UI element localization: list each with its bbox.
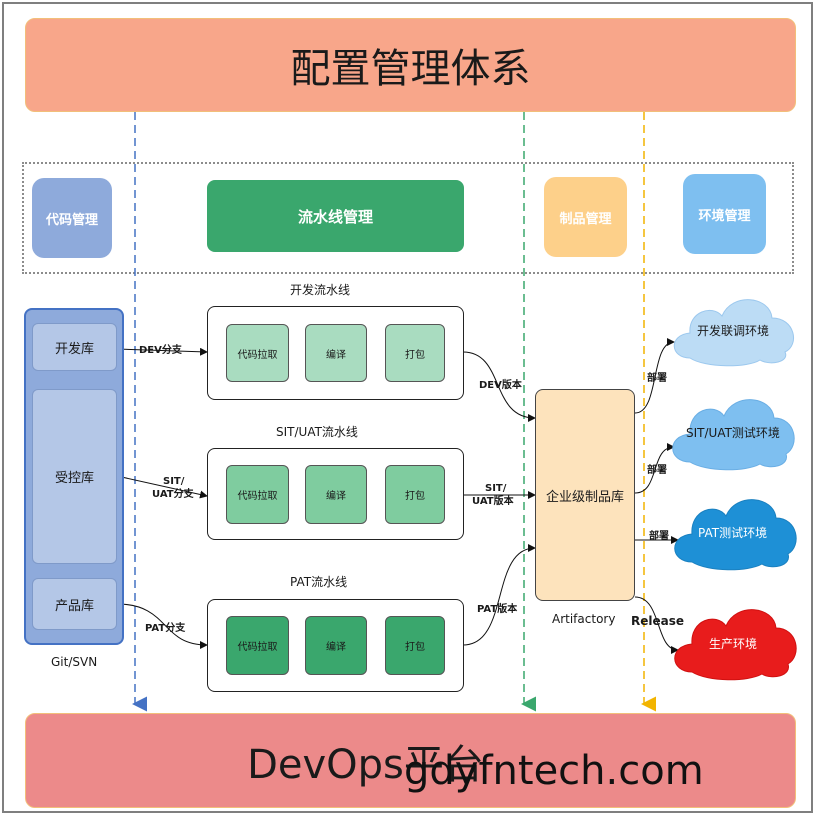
step-code-pull: 代码拉取 <box>226 465 289 524</box>
cloud-dev-env <box>673 299 794 367</box>
arrow-pat-branch <box>116 603 208 649</box>
category-band <box>22 162 794 274</box>
env-pat-label: PAT测试环境 <box>698 526 768 540</box>
category-environment-management: 环境管理 <box>683 174 766 254</box>
deploy-label-dev: 部署 <box>647 373 667 384</box>
title-banner: 配置管理体系 <box>25 18 796 112</box>
sit-version-label-line1: SIT/ <box>485 483 507 494</box>
env-dev-label: 开发联调环境 <box>697 324 770 338</box>
step-package: 打包 <box>385 616 445 675</box>
repo-dev: 开发库 <box>32 323 117 371</box>
arrow-dev-branch <box>116 347 208 356</box>
platform-title: DevOps平台 <box>247 741 484 788</box>
pat-version-label: PAT版本 <box>477 604 518 615</box>
category-artifact-management: 制品管理 <box>544 177 627 257</box>
sit-branch-label-line2: UAT分支 <box>152 489 194 500</box>
repo-system-label: Git/SVN <box>51 655 98 669</box>
dev-branch-label: DEV分支 <box>139 345 182 356</box>
diagram-title: 配置管理体系 <box>290 46 531 92</box>
arrow-deploy-dev <box>634 338 675 414</box>
platform-banner: DevOps平台 <box>25 713 796 808</box>
deploy-label-pat: 部署 <box>649 531 669 542</box>
arrow-pat-version <box>462 544 536 646</box>
category-code-management: 代码管理 <box>32 178 112 258</box>
sit-version-label-line2: UAT版本 <box>472 496 514 507</box>
step-code-pull: 代码拉取 <box>226 324 289 382</box>
env-sit-uat-label: SIT/UAT测试环境 <box>686 426 780 440</box>
arrow-release-prod <box>634 596 679 654</box>
arrow-dev-version <box>462 351 536 422</box>
step-code-pull: 代码拉取 <box>226 616 289 675</box>
release-label: Release <box>631 614 685 628</box>
cloud-sit-env <box>672 399 795 471</box>
watermark-text: gdyfntech.com <box>404 748 704 794</box>
arrow-sit-branch <box>116 475 208 499</box>
dev-version-label: DEV版本 <box>479 380 522 391</box>
pipeline-title-pat: PAT流水线 <box>290 575 348 589</box>
pat-branch-label: PAT分支 <box>145 623 186 634</box>
repo-product: 产品库 <box>32 578 117 630</box>
cloud-prod-env <box>674 609 797 681</box>
pipeline-title-sit-uat: SIT/UAT流水线 <box>276 425 358 439</box>
step-package: 打包 <box>385 324 445 382</box>
step-compile: 编译 <box>305 465 367 524</box>
deploy-label-sit: 部署 <box>647 465 667 476</box>
repo-controlled: 受控库 <box>32 389 117 564</box>
enterprise-artifact-repo: 企业级制品库 <box>535 389 635 601</box>
category-pipeline-management: 流水线管理 <box>207 180 464 252</box>
artifactory-label: Artifactory <box>552 612 616 626</box>
pipeline-title-dev: 开发流水线 <box>290 283 351 297</box>
sit-branch-label-line1: SIT/ <box>163 476 185 487</box>
cloud-pat-env <box>674 499 797 571</box>
arrow-deploy-sit <box>634 443 675 494</box>
env-prod-label: 生产环境 <box>709 637 758 651</box>
step-package: 打包 <box>385 465 445 524</box>
step-compile: 编译 <box>305 616 367 675</box>
step-compile: 编译 <box>305 324 367 382</box>
